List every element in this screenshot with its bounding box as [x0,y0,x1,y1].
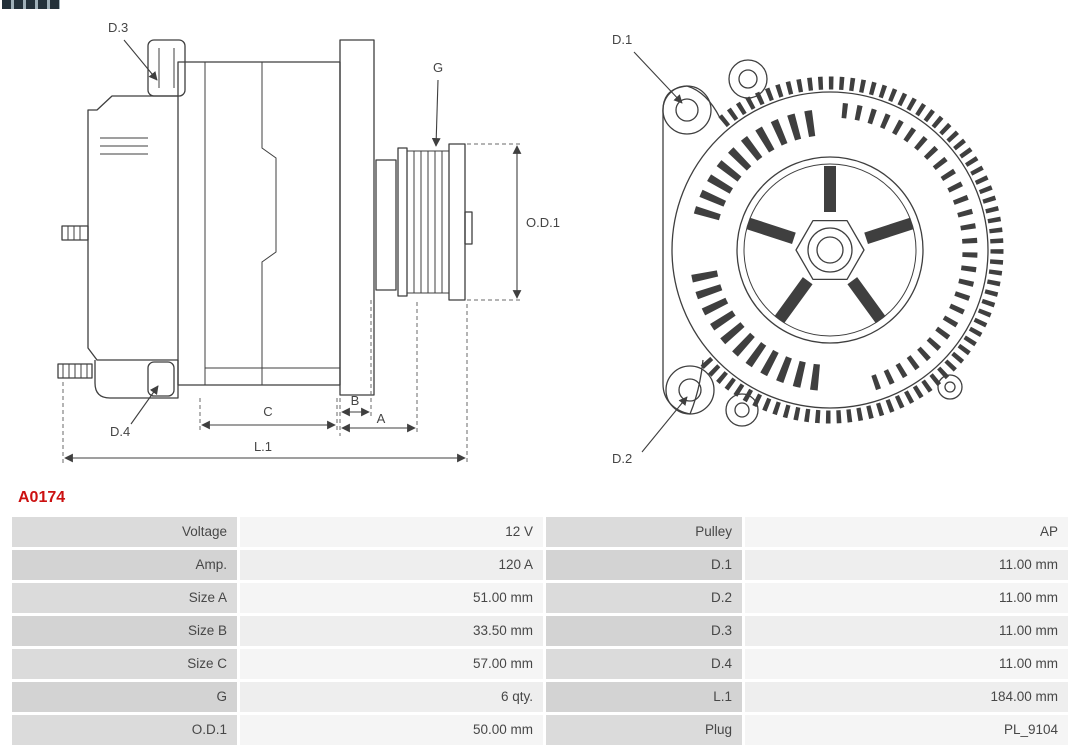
dim-label-d4: D.4 [110,424,130,439]
spec-value: 11.00 mm [745,616,1068,646]
spec-row-g-l1: G 6 qty. L.1 184.00 mm [12,682,1068,712]
spec-label: D.1 [546,550,742,580]
spec-table: Voltage 12 V Pulley AP Amp. 120 A D.1 11… [12,517,1068,745]
dim-label-d2: D.2 [612,451,632,466]
spec-label: Size B [12,616,237,646]
spec-value: 11.00 mm [745,583,1068,613]
part-number: A0174 [18,489,66,506]
spec-row-voltage-pulley: Voltage 12 V Pulley AP [12,517,1068,547]
spec-row-sizec-d4: Size C 57.00 mm D.4 11.00 mm [12,649,1068,679]
dim-label-b: B [351,393,360,408]
spec-value: 51.00 mm [240,583,543,613]
spec-value: PL_9104 [745,715,1068,745]
technical-diagram: G D.3 D.4 O.D.1 C [57,20,1004,466]
spec-value: 6 qty. [240,682,543,712]
spec-value: 184.00 mm [745,682,1068,712]
brand-logo-fragment [2,0,60,9]
spec-label: Size A [12,583,237,613]
spec-label: L.1 [546,682,742,712]
spec-row-od1-plug: O.D.1 50.00 mm Plug PL_9104 [12,715,1068,745]
spec-row-amp-d1: Amp. 120 A D.1 11.00 mm [12,550,1068,580]
spec-row-sizea-d2: Size A 51.00 mm D.2 11.00 mm [12,583,1068,613]
spec-label: G [12,682,237,712]
spec-label: D.3 [546,616,742,646]
spec-label: D.4 [546,649,742,679]
spec-label: Size C [12,649,237,679]
spec-label: Pulley [546,517,742,547]
spec-value: 12 V [240,517,543,547]
spec-value: 50.00 mm [240,715,543,745]
dim-label-od1: O.D.1 [526,215,560,230]
spec-label: Voltage [12,517,237,547]
dim-label-c: C [263,404,272,419]
dim-label-d1: D.1 [612,32,632,47]
spec-value: AP [745,517,1068,547]
spec-value: 120 A [240,550,543,580]
spec-label: Amp. [12,550,237,580]
rear-view: D.1 D.2 [612,32,1004,466]
dim-label-a: A [377,411,386,426]
dim-label-l1: L.1 [254,439,272,454]
spec-value: 11.00 mm [745,550,1068,580]
spec-label: O.D.1 [12,715,237,745]
spec-value: 33.50 mm [240,616,543,646]
spec-row-sizeb-d3: Size B 33.50 mm D.3 11.00 mm [12,616,1068,646]
alternator-drawing: G D.3 D.4 O.D.1 C [57,20,1004,466]
spec-label: Plug [546,715,742,745]
spec-label: D.2 [546,583,742,613]
spec-value: 57.00 mm [240,649,543,679]
dim-label-g: G [433,60,443,75]
spec-value: 11.00 mm [745,649,1068,679]
dim-label-d3: D.3 [108,20,128,35]
side-view: G D.3 D.4 O.D.1 C [57,20,560,463]
